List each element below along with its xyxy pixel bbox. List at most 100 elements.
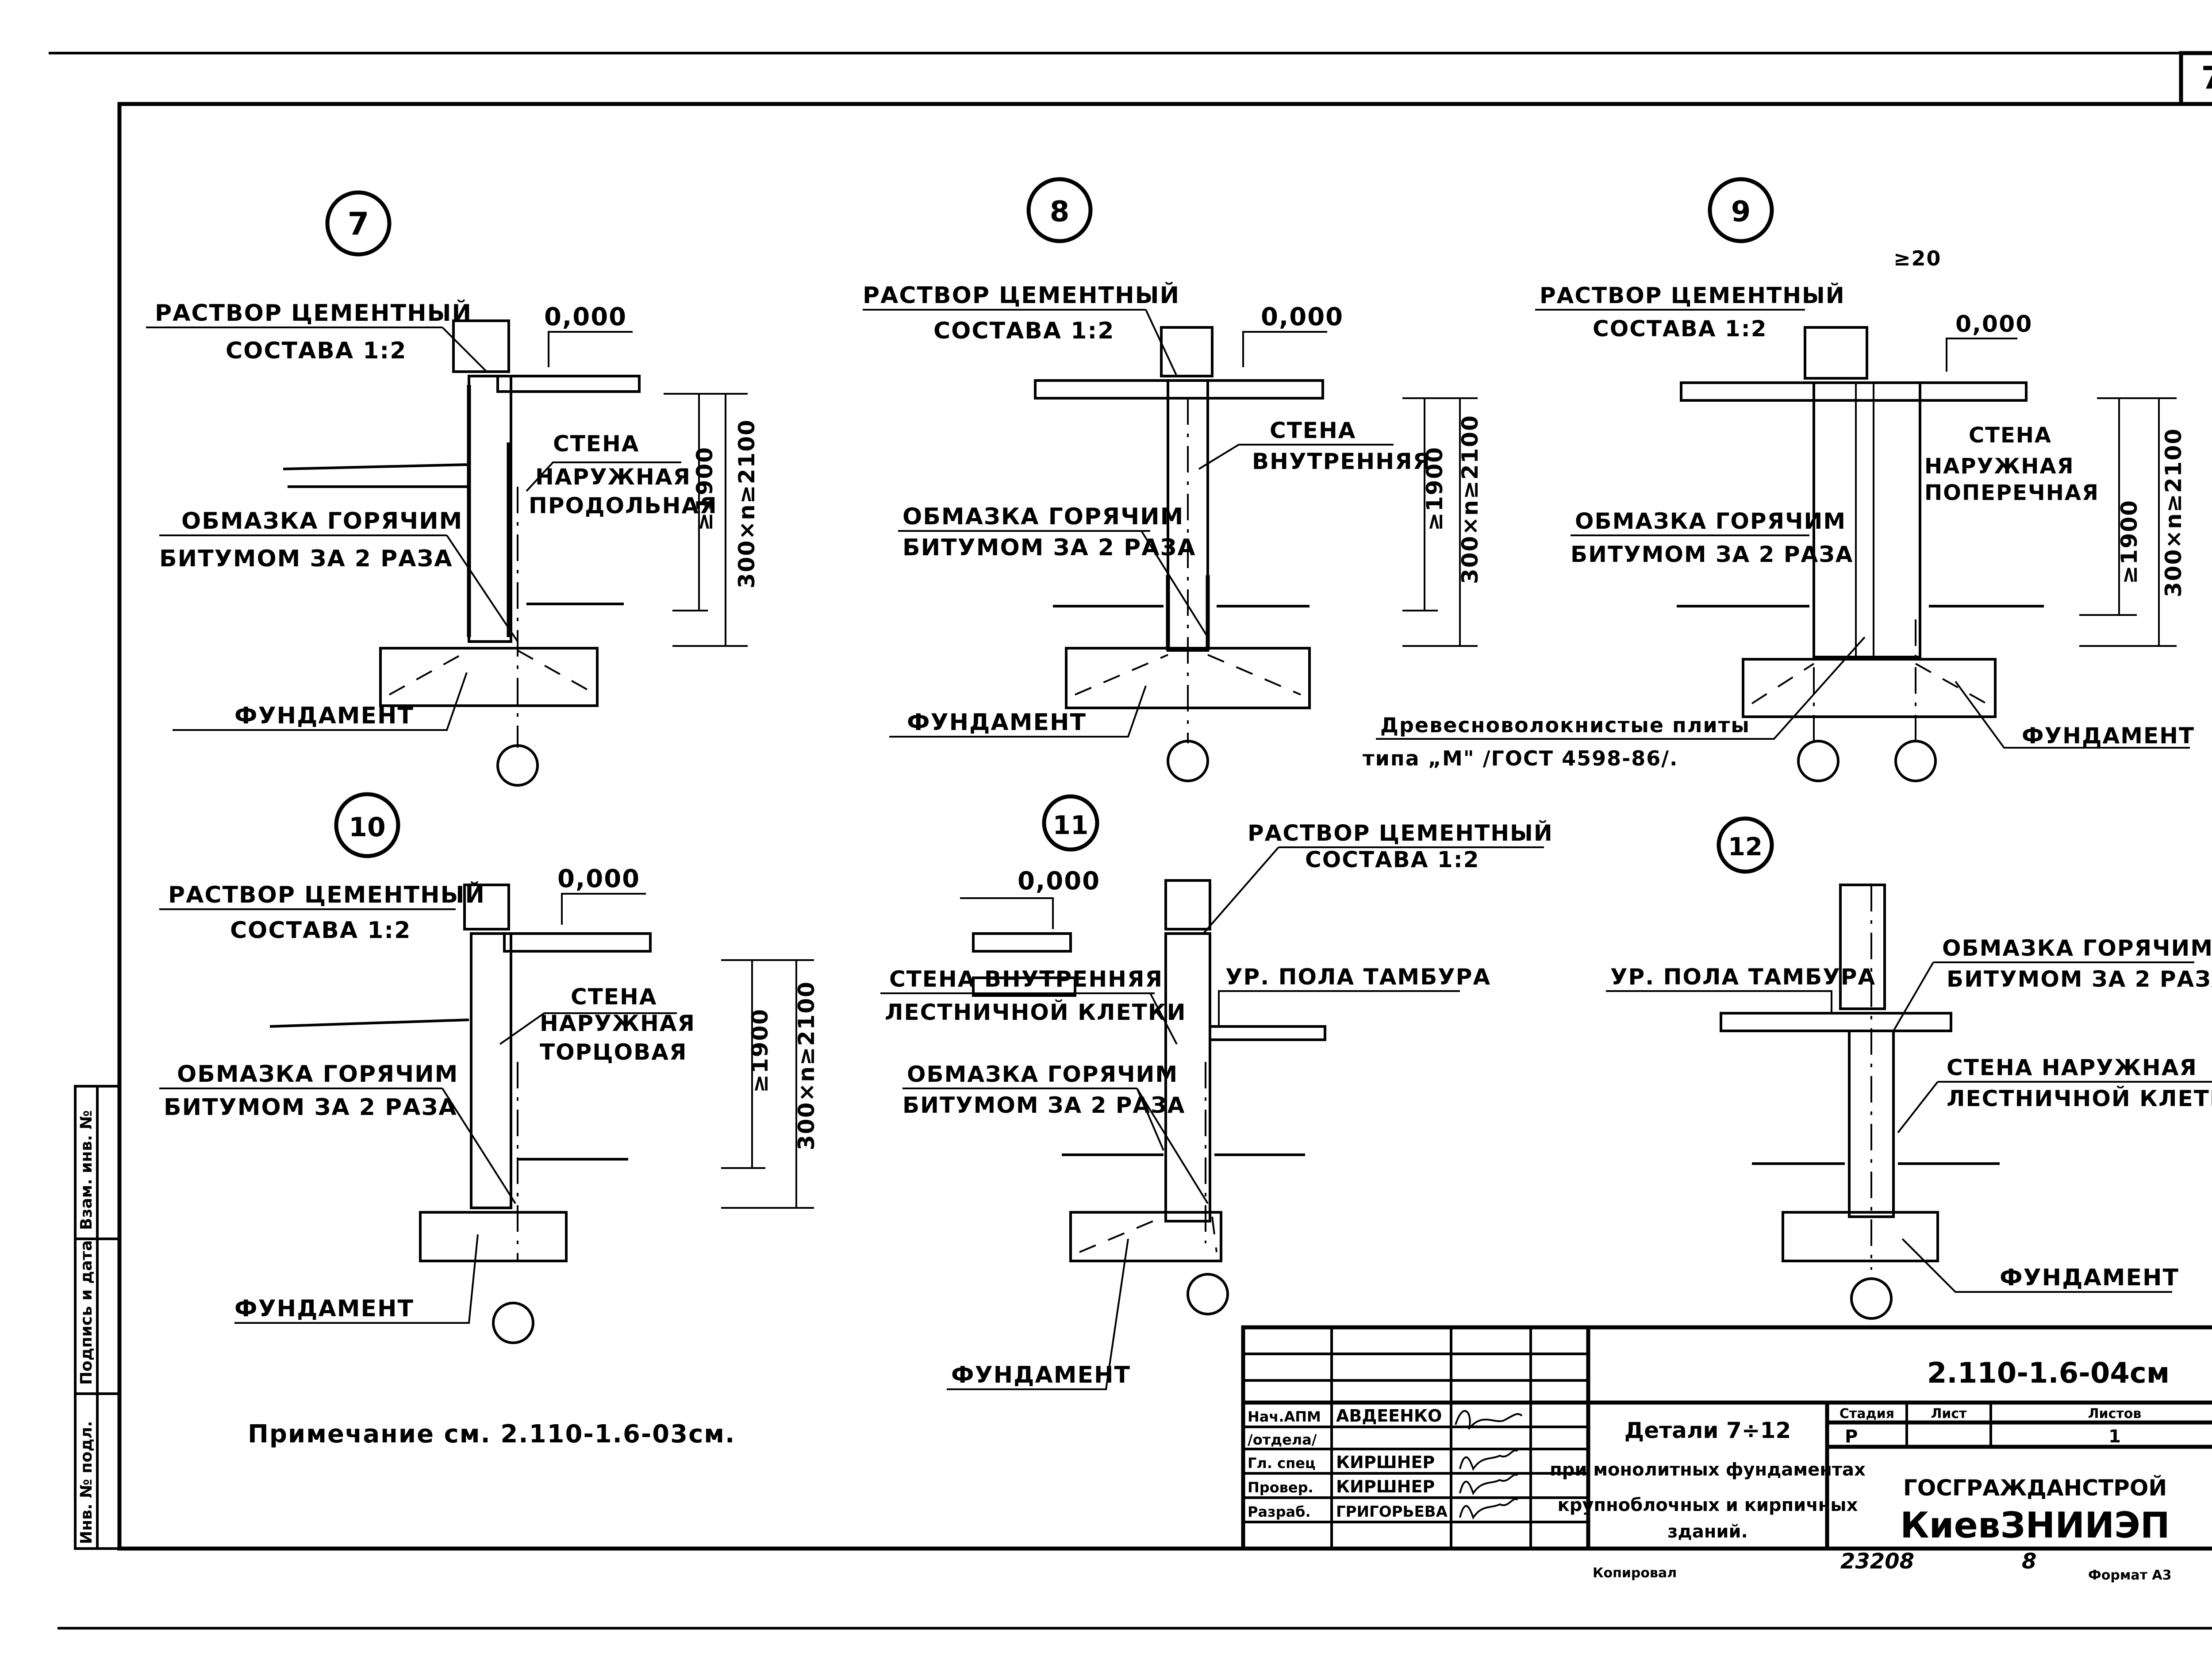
title-line-3: крупноблочных и кирпичных	[1558, 1495, 1858, 1515]
detail-9-coating-label: ОБМАЗКА ГОРЯЧИМ	[1575, 508, 1846, 534]
row-name: ГРИГОРЬЕВА	[1336, 1503, 1448, 1521]
detail-8: 8 РАСТВОР ЦЕМЕНТНЫЙ СОСТАВА 1:2 0,000 СТ…	[863, 177, 1483, 782]
stage-header: Стадия	[1839, 1406, 1894, 1422]
detail-7-foundation-label: ФУНДАМЕНТ	[234, 703, 414, 729]
detail-10: 10 РАСТВОР ЦЕМЕНТНЫЙ СОСТАВА 1:2 0,000 С…	[159, 792, 819, 1344]
detail-10-mortar-label: РАСТВОР ЦЕМЕНТНЫЙ	[168, 881, 485, 908]
detail-8-wall-label: СТЕНА	[1270, 418, 1356, 443]
detail-9-boards-label: Древесноволокнистые плиты	[1380, 713, 1750, 737]
detail-8-height-dimension: ≥1900	[1422, 446, 1448, 531]
detail-9-coating-times: БИТУМОМ ЗА 2 РАЗА	[1571, 542, 1853, 567]
detail-8-number: 8	[1050, 196, 1070, 228]
detail-12-marker	[1717, 816, 1774, 874]
signature-rows: Нач.АПМ АВДЕЕНКО /отдела/ Гл. спец КИРШН…	[1248, 1406, 1523, 1521]
detail-12-coating-label: ОБМАЗКА ГОРЯЧИМ	[1942, 935, 2212, 961]
detail-11-floor-level-label: УР. ПОЛА ТАМБУРА	[1225, 964, 1491, 990]
copied-by-label: Копировал	[1593, 1565, 1677, 1581]
detail-9-boards-standard: типа „М" /ГОСТ 4598-86/.	[1363, 746, 1678, 770]
detail-11-foundation-label: ФУНДАМЕНТ	[951, 1362, 1131, 1388]
detail-9-marker	[1708, 177, 1774, 243]
detail-9-foundation-label: ФУНДАМЕНТ	[2022, 723, 2195, 749]
sheet-number: 7	[2201, 60, 2212, 96]
detail-11-coating-times: БИТУМОМ ЗА 2 РАЗА	[902, 1092, 1185, 1118]
row-name: АВДЕЕНКО	[1336, 1406, 1442, 1426]
detail-10-coating-times: БИТУМОМ ЗА 2 РАЗА	[164, 1094, 457, 1121]
detail-12-wall-label: СТЕНА НАРУЖНАЯ	[1947, 1055, 2197, 1080]
sheets-value: 1	[2108, 1426, 2121, 1447]
detail-8-level-mark: 0,000	[1261, 303, 1344, 331]
detail-7-height-dimension: ≥1900	[692, 446, 718, 531]
row-name: КИРШНЕР	[1336, 1477, 1435, 1496]
signature-scribble	[1459, 1474, 1518, 1495]
detail-11-coating-label: ОБМАЗКА ГОРЯЧИМ	[907, 1061, 1178, 1087]
detail-11-marker	[1042, 794, 1099, 852]
detail-10-coating-label: ОБМАЗКА ГОРЯЧИМ	[177, 1061, 458, 1088]
detail-7-mortar-ratio: СОСТАВА 1:2	[226, 338, 407, 364]
side-stamp-signature: Подпись и дата	[77, 1240, 96, 1385]
detail-11-wall-type: ЛЕСТНИЧНОЙ КЛЕТКИ	[885, 999, 1187, 1025]
detail-12-foundation-label: ФУНДАМЕНТ	[2000, 1265, 2179, 1291]
title-line-1: Детали 7÷12	[1624, 1418, 1791, 1443]
detail-12-wall-type: ЛЕСТНИЧНОЙ КЛЕТКИ	[1947, 1085, 2212, 1111]
detail-7-marker	[325, 190, 392, 257]
drawing-frame	[117, 102, 2212, 1551]
detail-11: 11 РАСТВОР ЦЕМЕНТНЫЙ СОСТАВА 1:2 0,000 С…	[880, 794, 1553, 1390]
document-code: 2.110-1.6-04см	[1927, 1357, 2170, 1390]
detail-8-mortar-label: РАСТВОР ЦЕМЕНТНЫЙ	[863, 282, 1180, 309]
side-stamp-inventory: Инв. № подл.	[77, 1421, 96, 1544]
detail-9-wall-orientation: ПОПЕРЕЧНАЯ	[1924, 480, 2099, 505]
detail-11-number: 11	[1053, 810, 1089, 840]
detail-9-gap-dimension: ≥20	[1893, 246, 1942, 270]
detail-9-wall-label: СТЕНА	[1969, 423, 2052, 448]
detail-7-mortar-label: РАСТВОР ЦЕМЕНТНЫЙ	[155, 300, 472, 327]
detail-8-module-dimension: 300×n≥2100	[1457, 415, 1483, 584]
row-role: Провер.	[1248, 1479, 1313, 1496]
row-role: /отдела/	[1248, 1431, 1317, 1448]
detail-10-module-dimension: 300×n≥2100	[794, 981, 819, 1150]
detail-9-mortar-label: РАСТВОР ЦЕМЕНТНЫЙ	[1540, 282, 1845, 308]
detail-11-level-mark: 0,000	[1018, 867, 1100, 896]
detail-8-mortar-ratio: СОСТАВА 1:2	[933, 318, 1114, 344]
format-label: Формат А3	[2088, 1568, 2172, 1583]
detail-11-mortar-label: РАСТВОР ЦЕМЕНТНЫЙ	[1248, 820, 1553, 846]
detail-7-level-mark: 0,000	[544, 303, 627, 331]
detail-12-number: 12	[1728, 833, 1763, 861]
detail-7-coating-label: ОБМАЗКА ГОРЯЧИМ	[181, 508, 463, 534]
stage-value: Р	[1845, 1426, 1858, 1447]
page-number: 8	[2022, 1549, 2036, 1574]
sheet-header: Лист	[1931, 1406, 1967, 1422]
detail-9-module-dimension: 300×n≥2100	[2161, 428, 2186, 597]
detail-11-wall-label: СТЕНА ВНУТРЕННЯЯ	[889, 966, 1163, 992]
detail-7-number: 7	[348, 206, 369, 242]
row-role: Разраб.	[1248, 1503, 1311, 1520]
detail-10-level-mark: 0,000	[557, 865, 640, 893]
detail-8-marker	[1026, 177, 1093, 243]
detail-10-number: 10	[349, 812, 386, 843]
detail-8-coating-label: ОБМАЗКА ГОРЯЧИМ	[902, 504, 1184, 530]
signature-scribble	[1459, 1498, 1518, 1520]
detail-7-coating-times: БИТУМОМ ЗА 2 РАЗА	[159, 546, 453, 572]
signature-scribble	[1459, 1449, 1518, 1471]
row-name: КИРШНЕР	[1336, 1453, 1435, 1472]
detail-9-level-mark: 0,000	[1955, 311, 2032, 338]
title-block: 2.110-1.6-04см Нач.АПМ АВДЕЕНКО /отдела/…	[1241, 1325, 2212, 1551]
detail-9-wall-type: НАРУЖНАЯ	[1924, 454, 2074, 479]
detail-8-wall-type: ВНУТРЕННЯЯ	[1252, 449, 1431, 474]
side-stamp: Взам. инв. № Подпись и дата Инв. № подл.	[74, 1085, 121, 1550]
organization-name: ГОСГРАЖДАНСТРОЙ	[1903, 1475, 2167, 1501]
row-role: Гл. спец	[1248, 1455, 1316, 1472]
sheet-number-box	[2179, 51, 2212, 106]
title-line-4: зданий.	[1667, 1522, 1747, 1542]
detail-12: 12 УР. ПОЛА ТАМБУРА ОБМАЗКА ГОРЯЧИМ БИТУ…	[1606, 816, 2212, 1320]
institute-name: КиевЗНИИЭП	[1900, 1505, 2170, 1546]
detail-7-wall-type: НАРУЖНАЯ	[535, 464, 691, 490]
sheets-header: Листов	[2088, 1406, 2142, 1422]
detail-7: 7 РАСТВОР ЦЕМЕНТНЫЙ СОСТАВА 1:2 0,000 СТ…	[146, 190, 760, 787]
detail-9-number: 9	[1731, 196, 1751, 228]
detail-11-mortar-ratio: СОСТАВА 1:2	[1305, 847, 1480, 873]
detail-7-module-dimension: 300×n≥2100	[734, 419, 760, 588]
signature-scribble	[1455, 1410, 1523, 1430]
detail-9-mortar-ratio: СОСТАВА 1:2	[1593, 316, 1767, 342]
side-stamp-replacement: Взам. инв. №	[77, 1110, 96, 1230]
